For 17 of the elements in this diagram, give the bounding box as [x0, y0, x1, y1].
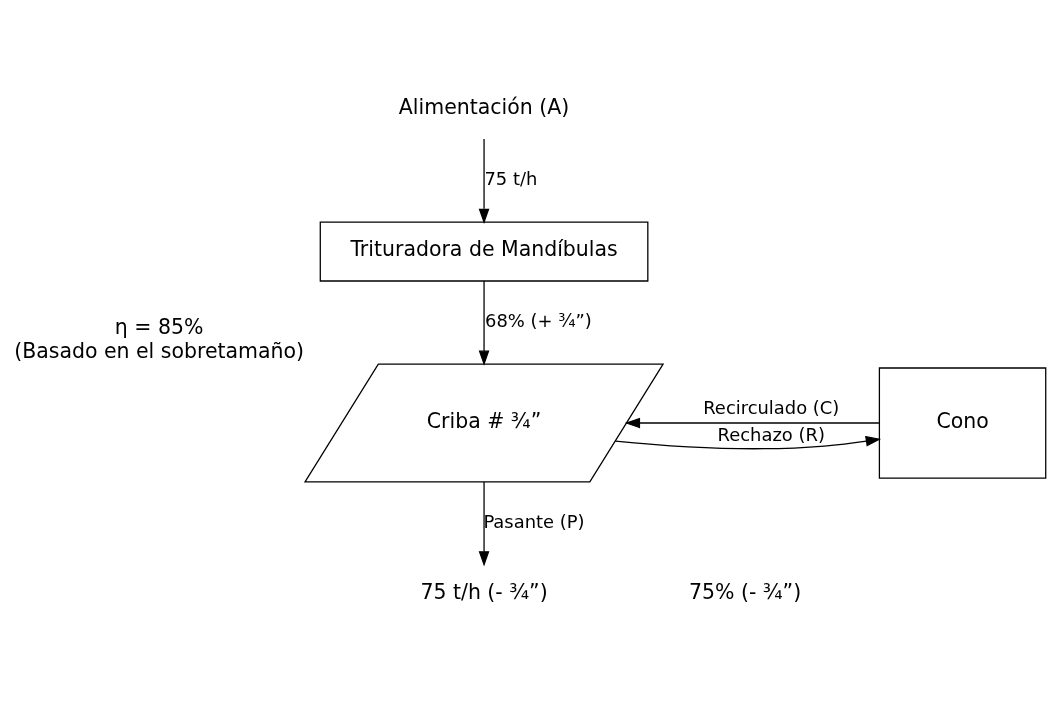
- arrow: [478, 481, 490, 567]
- edge-label: Rechazo (R): [717, 424, 825, 446]
- edge-label: 68% (+ ¾”): [485, 310, 592, 332]
- label: 75% (- ¾”): [688, 580, 802, 605]
- edge-label: 75 t/h: [484, 168, 538, 190]
- node-box: Trituradora de Mandíbulas: [319, 221, 649, 282]
- arrow: [624, 417, 880, 429]
- node-label: (Basado en el sobretamaño): [14, 338, 305, 363]
- node-text: Alimentación (A): [398, 95, 570, 120]
- arrow: [614, 435, 882, 450]
- node-box: Cono: [878, 367, 1047, 479]
- edge-label: Recirculado (C): [703, 397, 840, 419]
- node-label: η = 85%: [114, 315, 204, 340]
- node-text: 75 t/h (- ¾”): [420, 580, 548, 605]
- arrow: [478, 138, 490, 225]
- edge-label: Pasante (P): [483, 511, 585, 533]
- arrow: [478, 280, 490, 366]
